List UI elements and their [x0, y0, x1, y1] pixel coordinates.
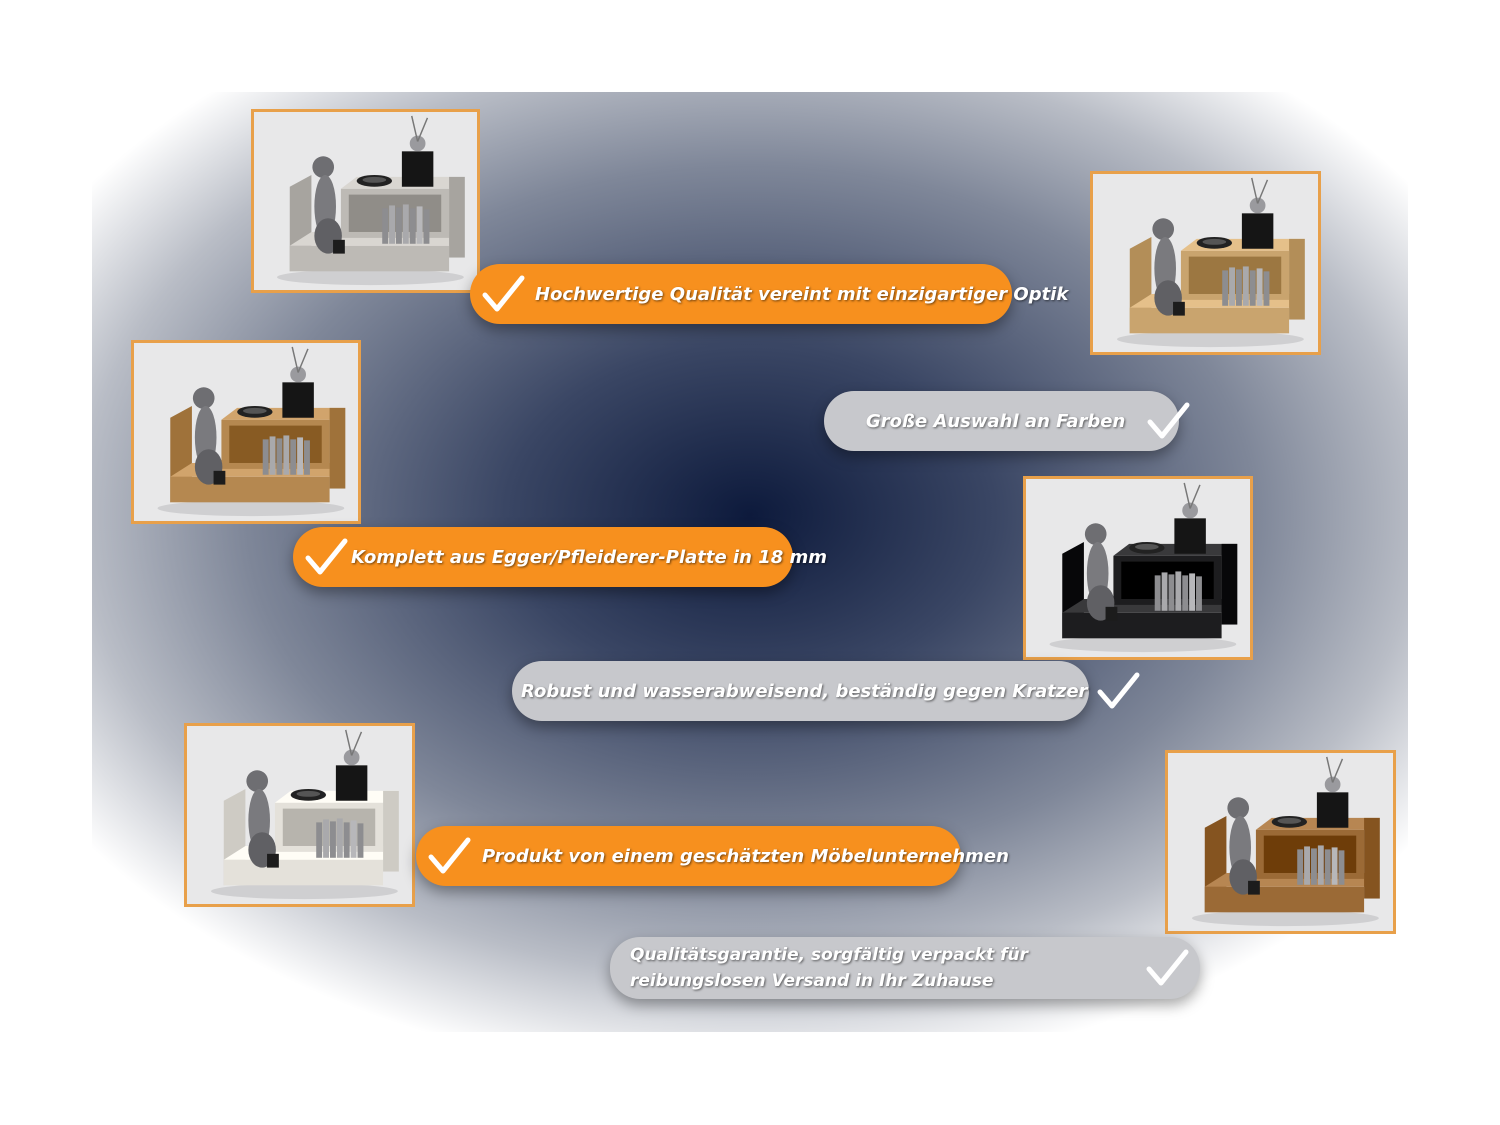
feature-text: Qualitätsgarantie, sorgfältig verpackt f… [630, 945, 1029, 991]
checkmark-icon [305, 538, 348, 575]
feature-text: Hochwertige Qualität vereint mit einziga… [535, 283, 1069, 305]
checkmark-icon [1146, 949, 1189, 986]
feature-text: Große Auswahl an Farben [866, 410, 1126, 432]
product-photo-walnut [1165, 750, 1396, 934]
shelf-illustration [1026, 479, 1250, 657]
product-photo-light-oak [1090, 171, 1321, 355]
feature-pill-material: Komplett aus Egger/Pfleiderer-Platte in … [293, 527, 827, 587]
checkmark-icon [1097, 672, 1140, 709]
feature-pill-company: Produkt von einem geschätzten Möbelunter… [416, 826, 1009, 886]
product-photo-white-ash [184, 723, 415, 907]
product-photo-black [1023, 476, 1253, 660]
shelf-illustration [254, 112, 477, 290]
checkmark-icon [428, 837, 471, 874]
checkmark-icon [1147, 402, 1190, 439]
shelf-illustration [1169, 753, 1392, 931]
feature-text: Robust und wasserabweisend, beständig ge… [521, 680, 1088, 702]
feature-pill-guarantee: Qualitätsgarantie, sorgfältig verpackt f… [610, 937, 1200, 999]
feature-text: Komplett aus Egger/Pfleiderer-Platte in … [351, 546, 828, 568]
product-photo-concrete [251, 109, 480, 293]
feature-pill-robust: Robust und wasserabweisend, beständig ge… [512, 661, 1140, 721]
shelf-illustration [134, 343, 358, 521]
product-photo-rustic-oak [131, 340, 361, 524]
feature-pill-quality: Hochwertige Qualität vereint mit einziga… [470, 264, 1068, 324]
shelf-illustration [188, 726, 411, 904]
checkmark-icon [482, 275, 525, 312]
feature-text: Produkt von einem geschätzten Möbelunter… [482, 845, 1009, 867]
feature-pill-colors: Große Auswahl an Farben [824, 391, 1190, 451]
shelf-illustration [1094, 174, 1317, 352]
